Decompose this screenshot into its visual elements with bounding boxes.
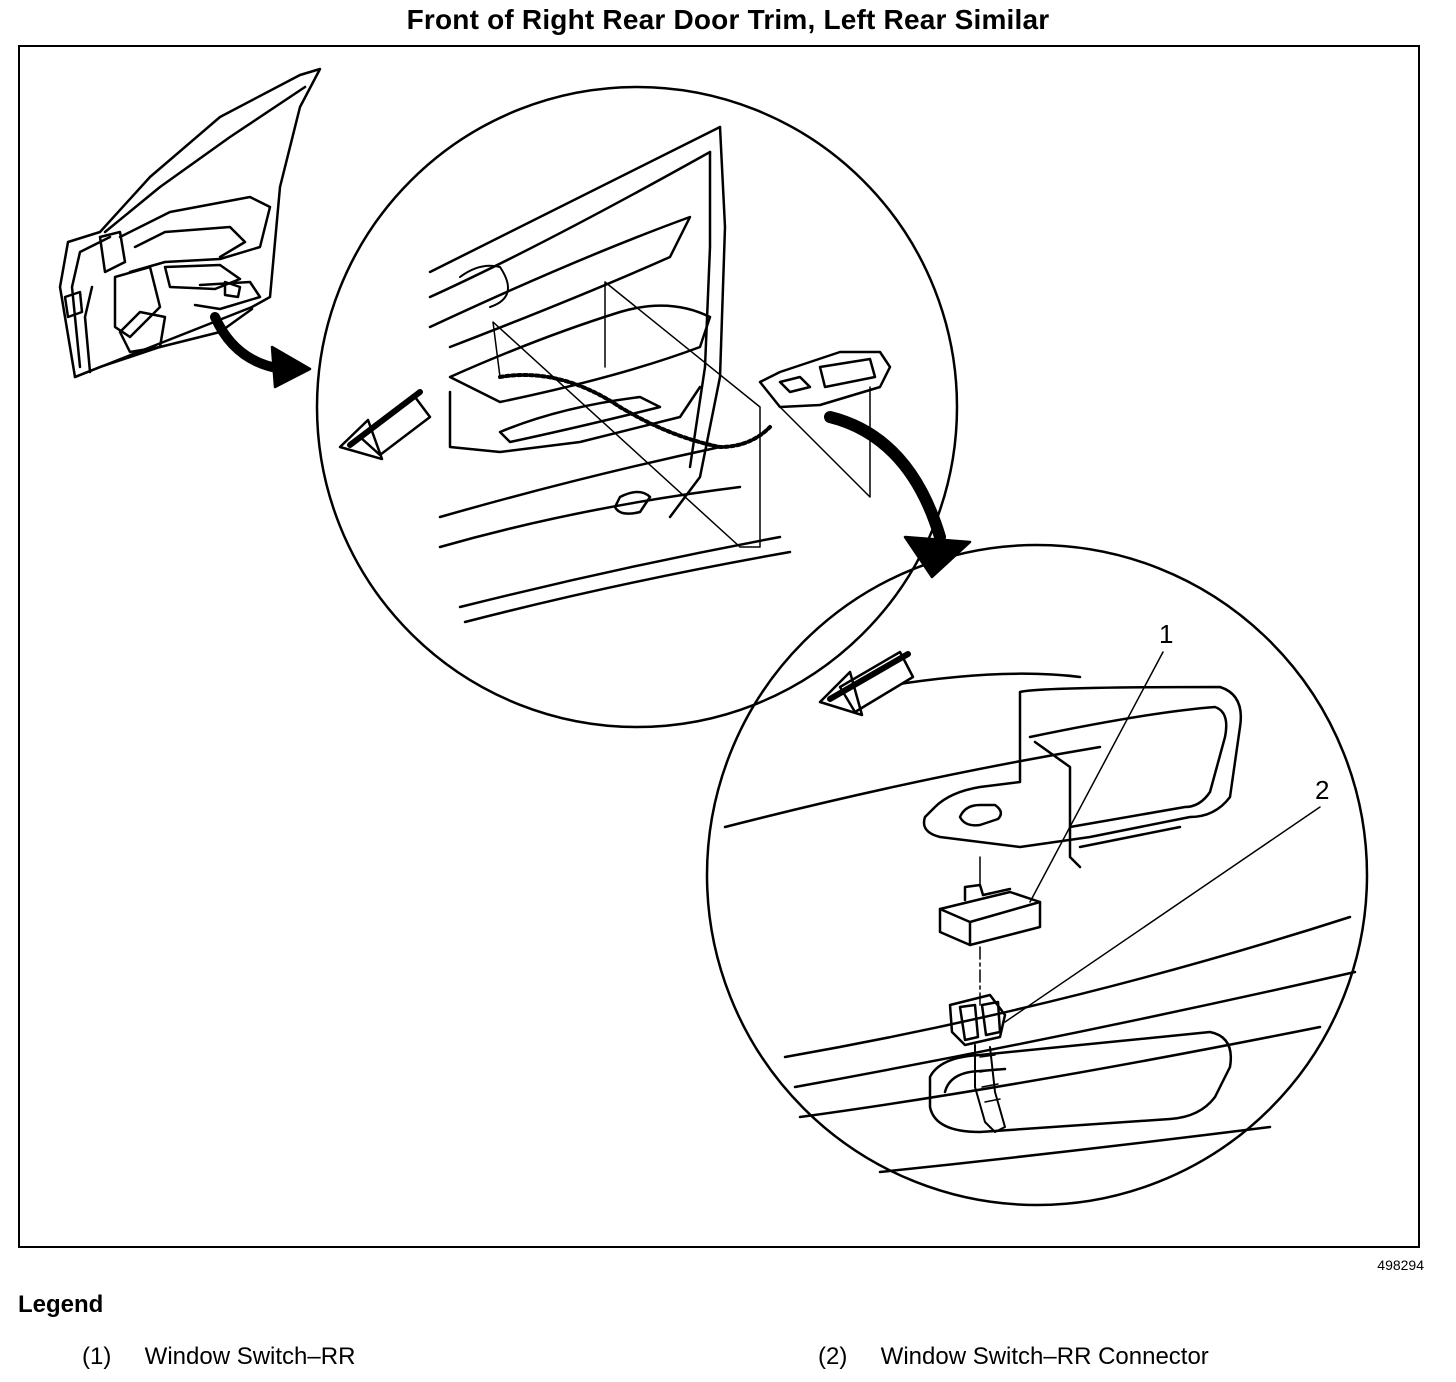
diagram-title: Front of Right Rear Door Trim, Left Rear… bbox=[406, 4, 1050, 35]
diagram-frame: 1 2 bbox=[18, 45, 1420, 1248]
callout-2: 2 bbox=[1315, 775, 1329, 805]
legend-item-2: (2) Window Switch–RR Connector bbox=[818, 1343, 1209, 1371]
legend-item-label: Window Switch–RR Connector bbox=[880, 1343, 1209, 1370]
callout-1: 1 bbox=[1159, 619, 1173, 649]
detail-circle-1 bbox=[315, 85, 959, 729]
legend-heading: Legend bbox=[18, 1291, 104, 1318]
legend-item-1: (1) Window Switch–RR bbox=[82, 1343, 355, 1371]
detail-circle-2 bbox=[705, 543, 1369, 1207]
legend-item-number: (1) bbox=[82, 1343, 112, 1370]
arrow-to-detail-1 bbox=[210, 312, 312, 389]
arrow-to-detail-2 bbox=[824, 411, 972, 579]
legend-item-number: (2) bbox=[818, 1343, 848, 1370]
legend-item-label: Window Switch–RR bbox=[144, 1343, 356, 1370]
door-trim-illustration: 1 2 bbox=[58, 67, 1369, 1207]
door-overview bbox=[58, 67, 322, 379]
figure-id: 498294 bbox=[1377, 1257, 1424, 1273]
